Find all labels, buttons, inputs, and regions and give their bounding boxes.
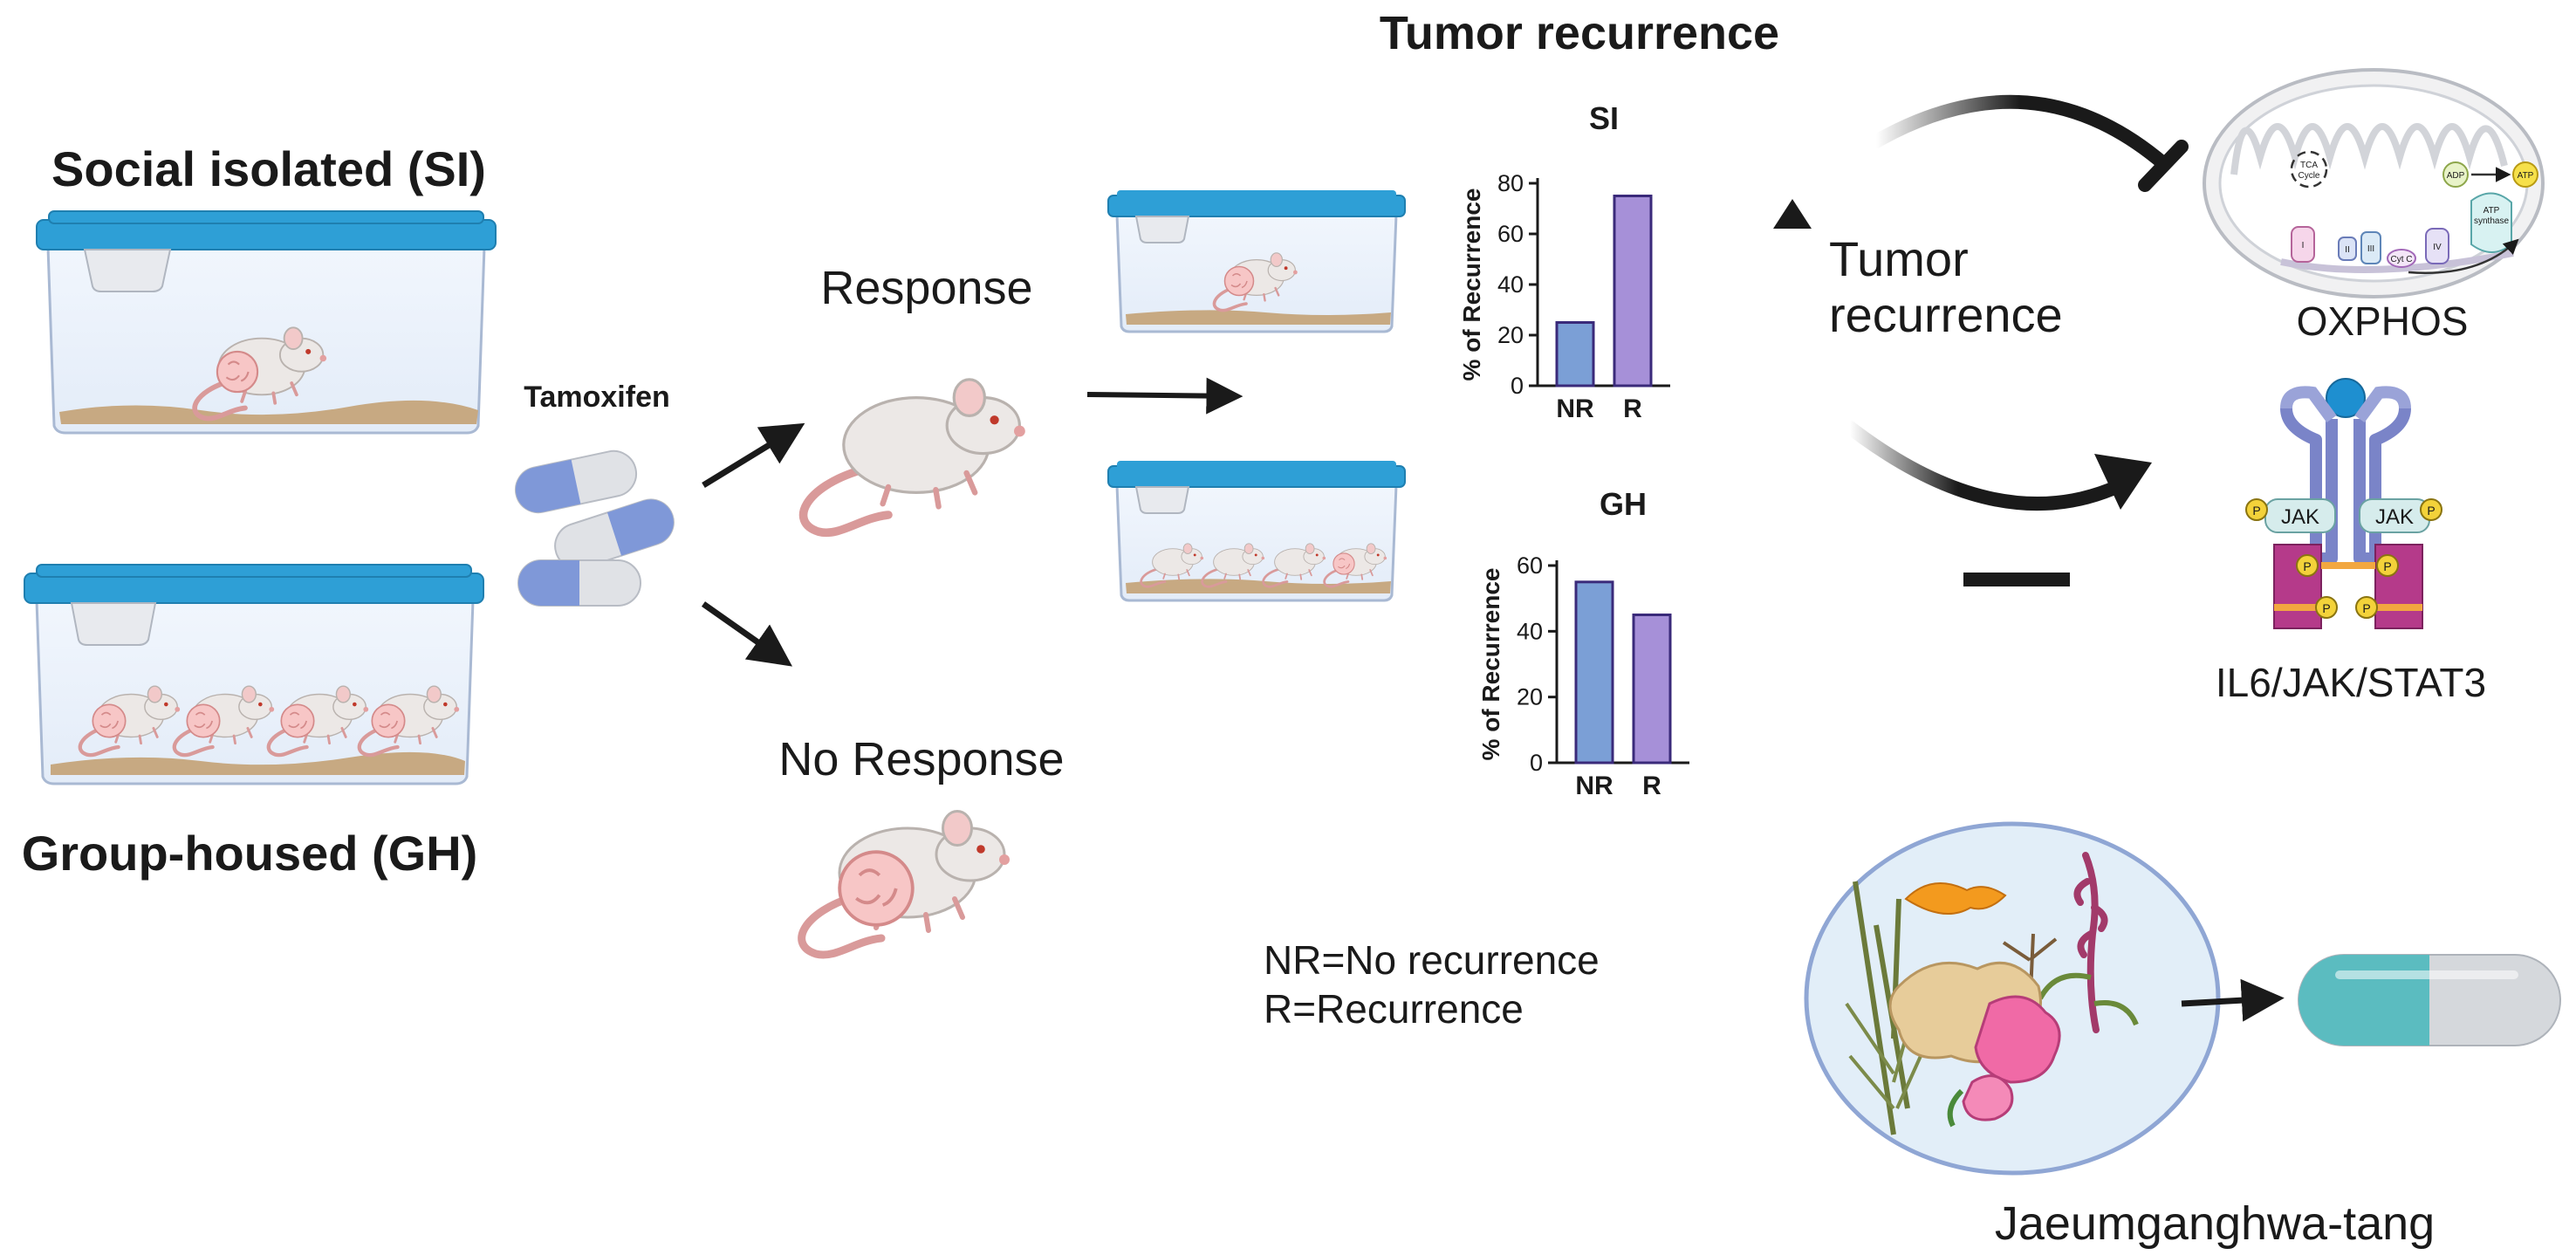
il6-label: IL6/JAK/STAT3 [2216,660,2486,705]
p-label-1: P [2252,504,2260,518]
activate-arc-il6 [1843,421,2127,511]
y-tick-label: 40 [1497,271,1524,298]
chart-title: GH [1600,486,1647,522]
legend-r: R=Recurrence [1264,986,1524,1032]
final-capsule-icon [2298,954,2561,1046]
no-response-label: No Response [778,733,1064,785]
small-si-cage [1107,190,1406,333]
si-title: Social isolated (SI) [51,141,486,196]
atp-synthase-label-1: ATP [2484,206,2500,216]
complex-i-label: I [2302,241,2305,250]
adp-label: ADP [2447,171,2465,181]
y-tick-label: 80 [1497,170,1524,196]
y-tick-label: 20 [1497,322,1524,348]
category-label: R [1623,394,1642,423]
bar-r [1632,614,1672,765]
complex-iv-label: IV [2433,243,2442,252]
p-label-5: P [2322,601,2330,615]
p-label-4: P [2383,559,2391,573]
p-label-2: P [2427,504,2435,518]
tumor-recurrence-line2: recurrence [1829,287,2063,342]
herbal-formula-icon [1804,821,2221,1176]
small-gh-cage [1107,461,1406,602]
cycle-label: Cycle [2298,171,2319,181]
y-tick-label: 60 [1517,552,1543,579]
si-cage [36,210,497,435]
il6-receptor-icon: JAK JAK P P P P P P [2245,378,2442,629]
complex-ii-label: II [2345,245,2350,255]
category-label: NR [1556,394,1594,423]
p-label-6: P [2362,601,2370,615]
inhibit-arc-oxphos [1869,94,2171,171]
y-tick-label: 40 [1517,618,1543,644]
tamoxifen-label: Tamoxifen [524,381,670,414]
response-mouse [804,380,1025,533]
bar-nr [1574,580,1614,765]
category-label: R [1642,772,1661,800]
mitochondrion-icon: TCA Cycle ADP ATP ATP synthase I II III … [2203,68,2545,298]
complex-iii-label: III [2367,244,2374,254]
tca-label: TCA [2300,161,2318,170]
jak-right-label: JAK [2375,505,2414,529]
arrow-to-capsule [2181,978,2285,1022]
tumor-recurrence-line1: Tumor [1829,231,1969,286]
cyt-c-label: Cyt C [2391,255,2413,264]
bar-nr [1555,321,1595,387]
p-label-3: P [2303,559,2311,573]
category-label: NR [1575,772,1613,800]
y-axis-label: % of Recurrence [1458,189,1485,381]
arrow-to-response [702,422,805,488]
gh-cage [24,564,484,785]
large-tumor [838,850,915,927]
y-tick-label: 60 [1497,221,1524,247]
tamoxifen-capsules [514,449,675,607]
atp-synthase-label-2: synthase [2474,216,2509,226]
response-label: Response [820,262,1032,314]
arrow-to-cages [1086,377,1243,415]
arrow-to-no-response [701,601,793,667]
y-tick-label: 0 [1511,373,1524,399]
chart-title: SI [1589,100,1619,136]
tumor-recurrence-title: Tumor recurrence [1380,7,1779,59]
y-axis-label: % of Recurrence [1477,568,1504,761]
gh-title: Group-housed (GH) [22,826,478,881]
oxphos-label: OXPHOS [2297,298,2469,344]
y-tick-label: 0 [1530,750,1543,776]
jak-left-label: JAK [2281,505,2319,529]
bar-r [1613,195,1653,387]
atp-label: ATP [2518,171,2534,181]
jaeumganghwa-tang-label: Jaeumganghwa-tang [1995,1197,2435,1250]
y-tick-label: 20 [1517,684,1543,710]
legend-nr: NR=No recurrence [1264,937,1600,983]
